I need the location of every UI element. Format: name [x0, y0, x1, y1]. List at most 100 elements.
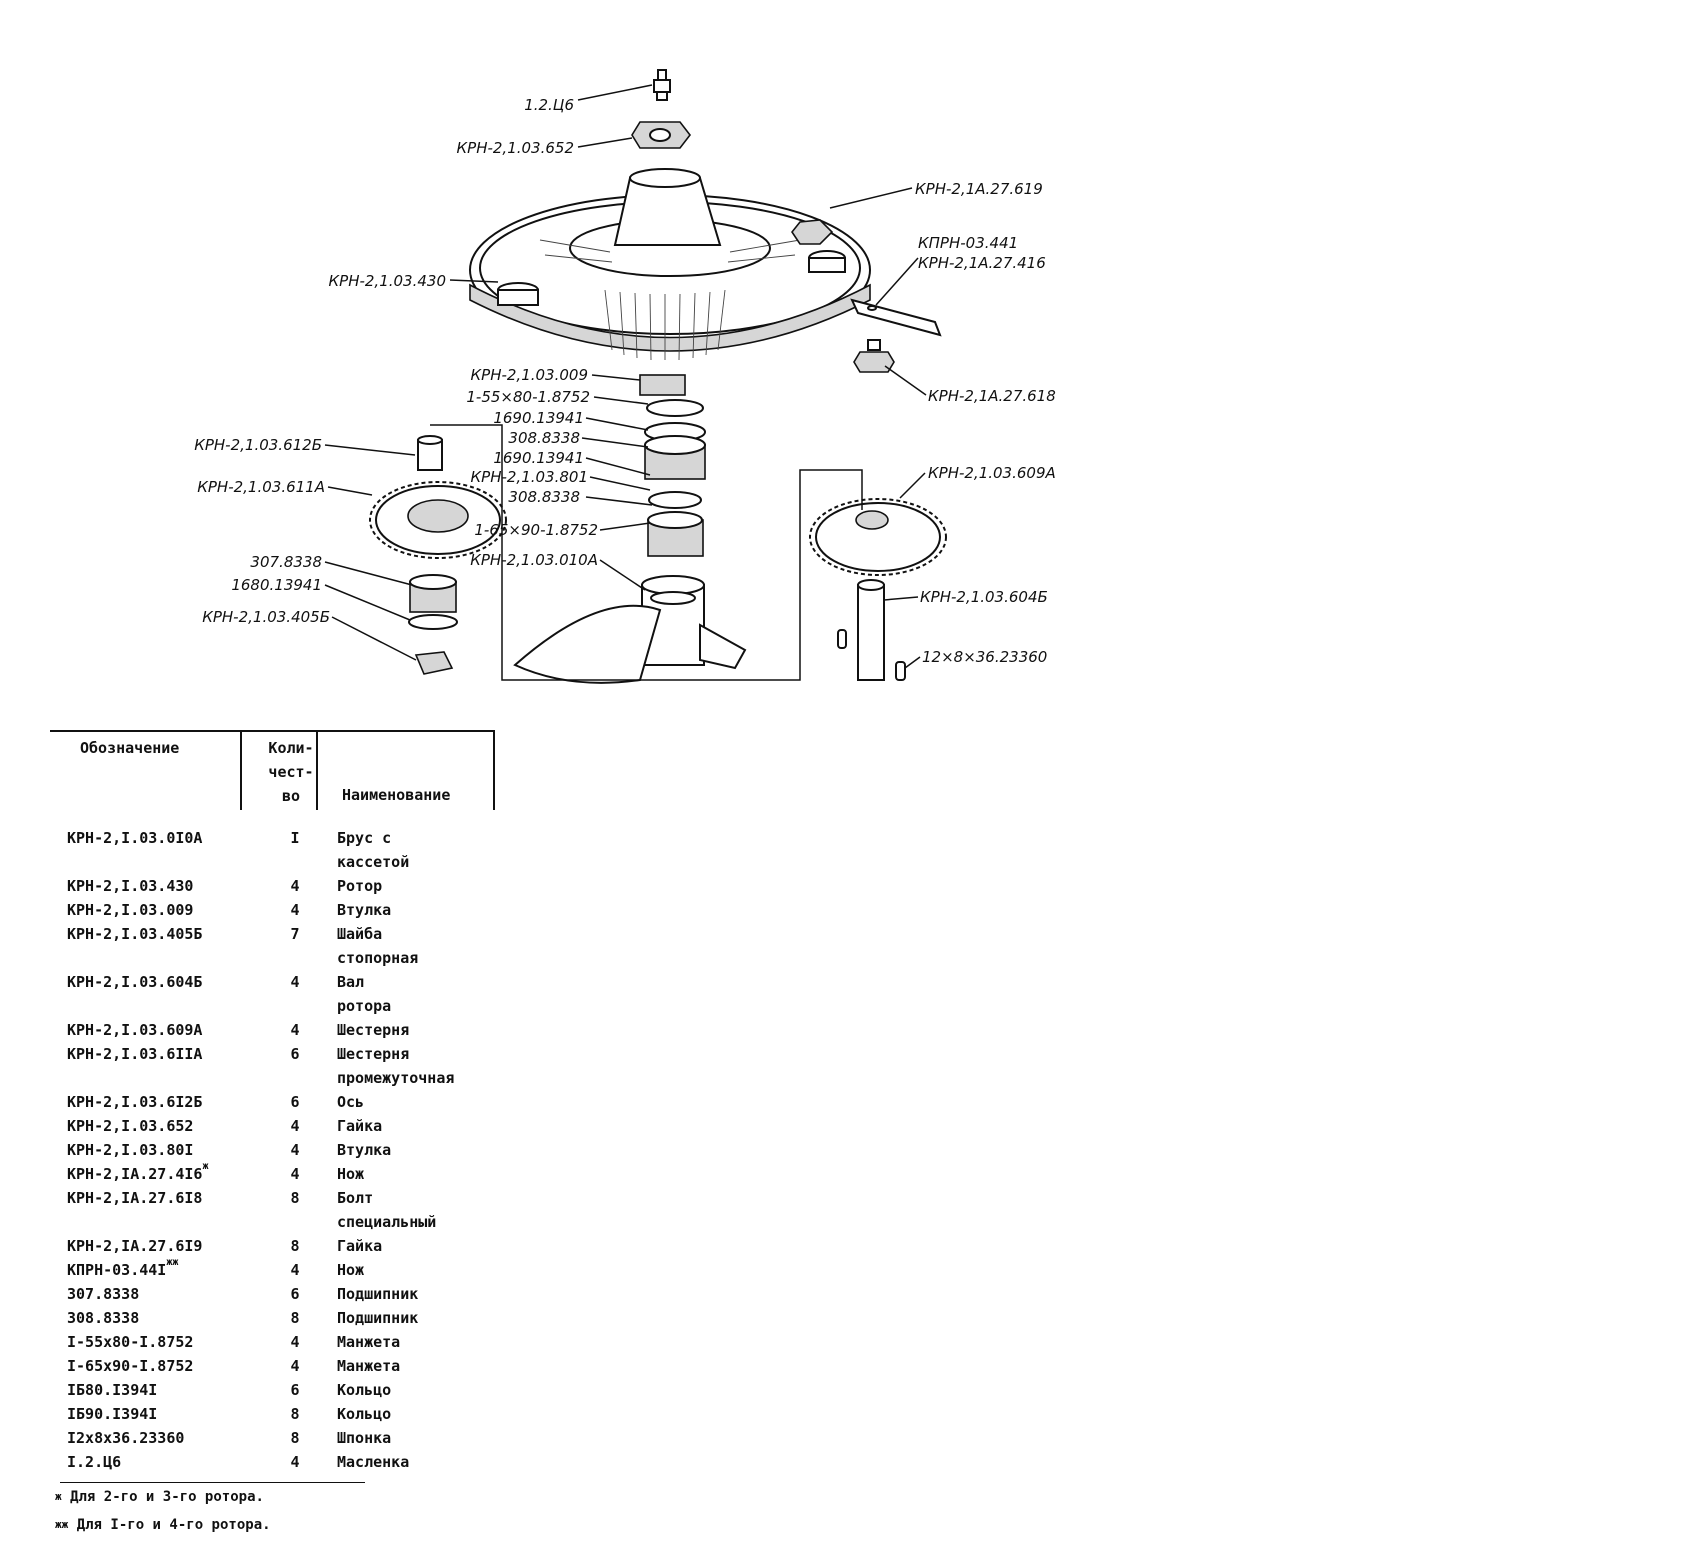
header-name: Наименование	[342, 786, 451, 804]
label-beam: КРН-2,1.03.010А	[470, 551, 598, 569]
cell-name: Шпонка	[325, 1426, 495, 1450]
table-header: Обозначение Коли- чест- во Наименование	[50, 730, 495, 810]
idler-gear-part	[369, 481, 507, 559]
cell-designation: КРН-2,I.03.80I	[50, 1138, 265, 1162]
cell-quantity: 8	[290, 1189, 300, 1207]
name-line: Шайба	[337, 925, 383, 943]
cell-quantity: 4	[290, 1453, 300, 1471]
name-line: Втулка	[337, 901, 392, 919]
knife-part	[850, 298, 942, 337]
cell-quantity: 8	[290, 1237, 300, 1255]
table-row: КРН-2,I.03.80I 4 Втулка	[50, 1138, 495, 1162]
designation-text: КРН-2,I.03.80I	[67, 1141, 194, 1159]
name-line: Ось	[337, 1093, 365, 1111]
parts-spec-table: Обозначение Коли- чест- во Наименование …	[50, 730, 495, 1539]
designation-text: I.2.Ц6	[67, 1453, 122, 1471]
header-quantity-line: во	[281, 787, 301, 805]
cell-quantity: 4	[290, 1141, 300, 1159]
header-quantity-line: Коли-	[268, 739, 314, 757]
name-line: Кольцо	[337, 1381, 392, 1399]
cell-name: Втулка	[325, 1138, 495, 1162]
header-quantity-line: чест-	[268, 763, 314, 781]
cell-quantity: 6	[290, 1045, 300, 1063]
rotor-disc-part	[469, 168, 871, 361]
header-divider	[240, 732, 242, 810]
designation-text: КРН-2,I.03.6I2Б	[67, 1093, 203, 1111]
label-nut: КРН-2,1.03.652	[457, 139, 575, 157]
name-line: Манжета	[337, 1357, 401, 1375]
cell-name: Нож	[325, 1258, 495, 1282]
designation-text: КРН-2,I.03.6IIА	[67, 1045, 203, 1063]
name-line: кассетой	[337, 853, 410, 871]
cell-name: Вал ротора	[325, 970, 495, 1018]
label-key: 12×8×36.23360	[922, 648, 1047, 666]
cell-name: Кольцо	[325, 1402, 495, 1426]
cell-designation: 307.8338	[50, 1282, 265, 1306]
cell-quantity: 4	[290, 1021, 300, 1039]
header-divider	[316, 732, 318, 810]
footnote-text: Для I-го и 4-го ротора.	[76, 1517, 271, 1533]
footnote-rule	[60, 1482, 365, 1483]
label-oiler: 1.2.Ц6	[524, 96, 574, 114]
label-knife-b: КРН-2,1А.27.416	[918, 254, 1046, 272]
designation-text: IБ90.I394I	[67, 1405, 158, 1423]
name-line: Болт	[337, 1189, 374, 1207]
cell-quantity: 7	[290, 925, 300, 943]
label-idler-gear: КРН-2,1.03.611А	[197, 478, 325, 496]
cell-designation: КПРН-03.44Iжж	[50, 1258, 265, 1282]
footnote-text: Для 2-го и 3-го ротора.	[70, 1489, 264, 1505]
small-bearing-part	[408, 574, 458, 675]
label-ring-1690b: 1690.13941	[493, 449, 584, 467]
cell-quantity: 4	[290, 1261, 300, 1279]
label-axle: КРН-2,1.03.612Б	[194, 436, 322, 454]
cell-designation: КРН-2,I.03.609А	[50, 1018, 265, 1042]
designation-text: КРН-2,IА.27.4I6	[67, 1165, 203, 1183]
cell-name: Ротор	[325, 874, 495, 898]
name-line: Шестерня	[337, 1021, 410, 1039]
designation-text: КРН-2,I.03.405Б	[67, 925, 203, 943]
label-bolt: КРН-2,1А.27.618	[928, 387, 1056, 405]
name-line: ротора	[337, 997, 392, 1015]
cell-designation: I2х8х36.23360	[50, 1426, 265, 1450]
label-nut-rotor: КРН-2,1А.27.619	[915, 180, 1043, 198]
label-seal-65: 1-65×90-1.8752	[474, 521, 598, 539]
name-line: Кольцо	[337, 1405, 392, 1423]
name-line: специальный	[337, 1213, 437, 1231]
label-bushing-801: КРН-2,1.03.801	[471, 468, 589, 486]
cell-name: Болт специальный	[325, 1186, 495, 1234]
designation-text: КРН-2,IА.27.6I8	[67, 1189, 203, 1207]
cell-designation: 308.8338	[50, 1306, 265, 1330]
footnotes: ж Для 2-го и 3-го ротора.жж Для I-го и 4…	[50, 1483, 495, 1539]
cell-name: Манжета	[325, 1330, 495, 1354]
cell-name: Гайка	[325, 1114, 495, 1138]
designation-text: КПРН-03.44I	[67, 1261, 167, 1279]
name-line: Подшипник	[337, 1285, 419, 1303]
cell-quantity: 8	[290, 1309, 300, 1327]
designation-text: IБ80.I394I	[67, 1381, 158, 1399]
cell-designation: КРН-2,IА.27.6I9	[50, 1234, 265, 1258]
cell-name: Втулка	[325, 898, 495, 922]
label-bearing-307: 307.8338	[250, 553, 322, 571]
designation-text: I-55х80-I.8752	[67, 1333, 194, 1351]
label-rotor-gear: КРН-2,1.03.609А	[928, 464, 1056, 482]
cell-designation: КРН-2,IА.27.4I6ж	[50, 1162, 265, 1186]
name-line: Манжета	[337, 1333, 401, 1351]
footnote: ж Для 2-го и 3-го ротора.	[50, 1483, 495, 1511]
name-line: Нож	[337, 1165, 365, 1183]
cell-quantity: 4	[290, 877, 300, 895]
bolt-part	[853, 339, 895, 373]
designation-text: 307.8338	[67, 1285, 140, 1303]
name-line: Вал	[337, 973, 365, 991]
exploded-assembly-diagram: 1.2.Ц6 КРН-2,1.03.652 КРН-2,1А.27.619 КП…	[194, 69, 1056, 684]
cell-quantity: 8	[290, 1429, 300, 1447]
table-row: КРН-2,I.03.609А 4 Шестерня	[50, 1018, 495, 1042]
